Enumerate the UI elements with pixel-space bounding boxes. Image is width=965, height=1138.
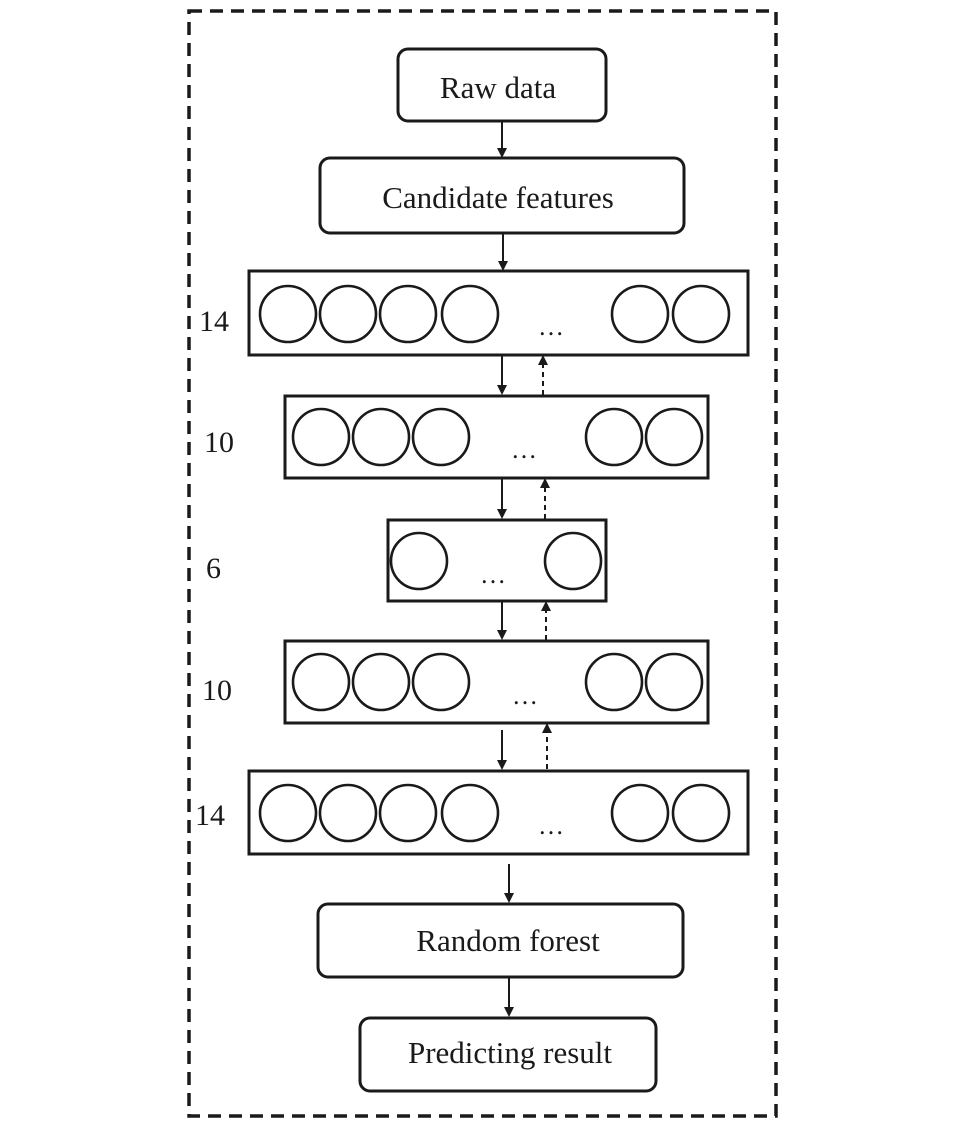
neuron xyxy=(644,652,704,712)
neuron xyxy=(610,783,670,843)
neuron xyxy=(543,531,603,591)
neuron xyxy=(378,783,438,843)
layer-5-size: 14 xyxy=(195,799,225,832)
layer-4: … xyxy=(283,639,710,725)
raw-data-label: Raw data xyxy=(440,70,556,105)
neuron xyxy=(411,652,471,712)
layer-1-size: 14 xyxy=(199,305,229,338)
random-forest-box: Random forest xyxy=(316,902,685,979)
neuron xyxy=(258,783,318,843)
neuron xyxy=(440,284,500,344)
predicting-result-label: Predicting result xyxy=(408,1035,612,1070)
neuron xyxy=(378,284,438,344)
layer-2: … xyxy=(283,394,710,480)
predicting-result-box: Predicting result xyxy=(358,1016,658,1093)
layer-2-size: 10 xyxy=(204,426,234,459)
layer-3-size: 6 xyxy=(206,552,221,585)
dashed-outer-frame xyxy=(187,9,778,1118)
neuron xyxy=(440,783,500,843)
layer-5: … xyxy=(247,769,750,856)
layer-1: … xyxy=(247,269,750,357)
neuron xyxy=(411,407,471,467)
neuron xyxy=(291,407,351,467)
neuron xyxy=(351,407,411,467)
neuron xyxy=(318,284,378,344)
neuron xyxy=(610,284,670,344)
layer-5-ellipsis: … xyxy=(538,811,564,840)
layer-4-ellipsis: … xyxy=(512,681,538,710)
neuron xyxy=(644,407,704,467)
layer-3: … xyxy=(386,518,608,603)
candidate-features-box: Candidate features xyxy=(318,156,686,235)
layer-4-size: 10 xyxy=(202,674,232,707)
neuron xyxy=(584,652,644,712)
neuron xyxy=(291,652,351,712)
neuron xyxy=(389,531,449,591)
neuron xyxy=(584,407,644,467)
random-forest-label: Random forest xyxy=(416,923,600,958)
neuron xyxy=(318,783,378,843)
neuron xyxy=(351,652,411,712)
layer-2-ellipsis: … xyxy=(511,435,537,464)
neuron xyxy=(671,284,731,344)
layer-1-ellipsis: … xyxy=(538,312,564,341)
neuron xyxy=(258,284,318,344)
neuron xyxy=(671,783,731,843)
layer-3-ellipsis: … xyxy=(480,560,506,589)
raw-data-box: Raw data xyxy=(396,47,608,123)
candidate-features-label: Candidate features xyxy=(382,180,614,215)
